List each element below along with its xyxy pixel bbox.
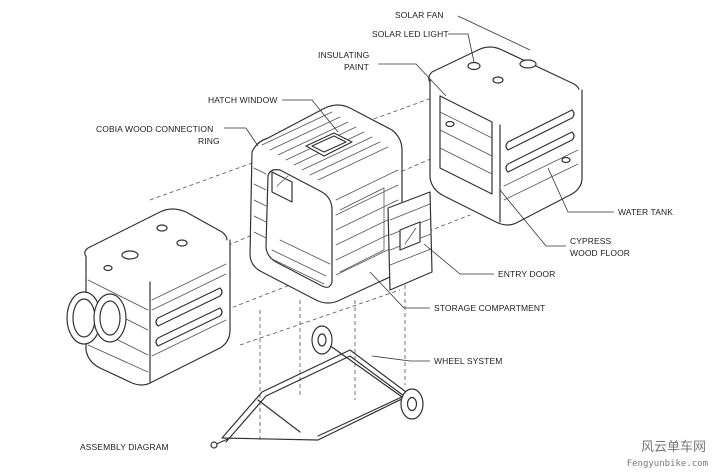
label-storage-compartment: STORAGE COMPARTMENT — [434, 303, 546, 313]
label-cobia-ring-line2: RING — [198, 136, 220, 146]
trailer-wheel-system — [210, 325, 424, 449]
label-insulating-paint-line2: PAINT — [344, 62, 369, 72]
label-cypress-floor-line2: WOOD FLOOR — [570, 248, 631, 258]
watermark-chinese: 风云单车网 — [640, 440, 706, 455]
label-cobia-ring-line1: COBIA WOOD CONNECTION — [96, 124, 214, 134]
label-hatch-window: HATCH WINDOW — [208, 95, 278, 105]
label-insulating-paint-line1: INSULATING — [318, 50, 370, 60]
watermark-domain: Fengyunbike.com — [626, 459, 708, 469]
label-wheel-system: WHEEL SYSTEM — [434, 356, 503, 366]
rear-water-tank — [428, 46, 583, 226]
leader-lines — [224, 15, 614, 362]
label-solar-led-light: SOLAR LED LIGHT — [372, 29, 449, 39]
label-solar-fan: SOLAR FAN — [395, 10, 444, 20]
label-cypress-floor-line1: CYPRESS — [570, 236, 612, 246]
wood-shell-module — [249, 104, 403, 304]
label-water-tank: WATER TANK — [618, 207, 673, 217]
front-water-tank — [66, 208, 231, 386]
entry-door — [387, 191, 433, 291]
label-assembly-diagram: ASSEMBLY DIAGRAM — [80, 442, 169, 452]
label-entry-door: ENTRY DOOR — [498, 269, 556, 279]
